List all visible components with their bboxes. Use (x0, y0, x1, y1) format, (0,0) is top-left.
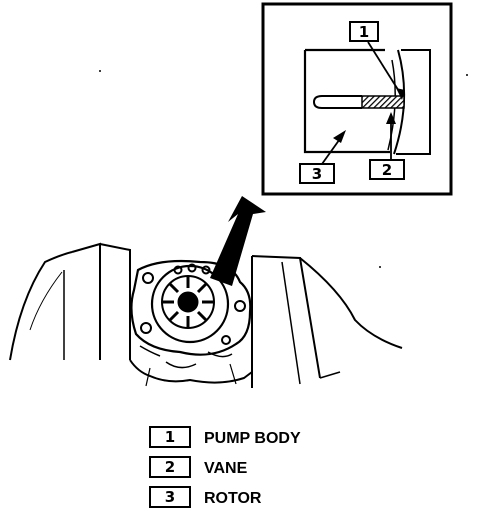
legend-item: 3 ROTOR (149, 486, 262, 508)
left-housing (9, 251, 73, 361)
callout-box-2 (369, 159, 405, 180)
legend-number: 1 (165, 428, 175, 446)
legend-number-box (149, 426, 191, 448)
legend-item: 1 PUMP BODY (149, 426, 301, 448)
pump-rotor (161, 275, 215, 329)
inset-rotor (303, 50, 390, 154)
legend-item: 2 VANE (149, 456, 248, 478)
inset-vane (361, 95, 405, 109)
inset-detail: 1 2 3 (261, 2, 453, 196)
callout-box-1 (349, 21, 379, 42)
legend-label: ROTOR (204, 490, 262, 507)
detail-pointer-arrow (210, 196, 266, 286)
legend-label: VANE (204, 460, 248, 477)
pump-cover (130, 259, 252, 356)
legend-number: 2 (165, 458, 175, 476)
cover-bolts (140, 263, 246, 345)
inset-vane-slot (312, 95, 362, 109)
legend-number: 3 (165, 488, 175, 506)
legend-number-box (149, 456, 191, 478)
legend: 1 PUMP BODY 2 VANE 3 ROTOR (149, 426, 301, 508)
callout-number-1: 1 (359, 23, 369, 41)
legend-number-box (149, 486, 191, 508)
legend-label: PUMP BODY (204, 430, 301, 447)
callout-number-3: 3 (312, 165, 322, 183)
callout-number-2: 2 (382, 161, 392, 179)
callout-box-3 (299, 163, 335, 184)
pump-assembly (9, 242, 403, 388)
